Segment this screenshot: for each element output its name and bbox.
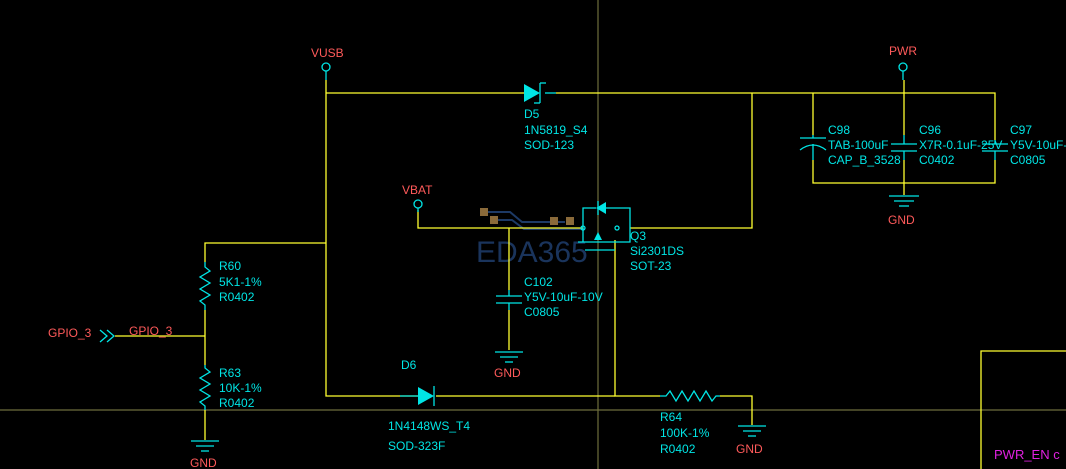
- svg-text:R0402: R0402: [219, 290, 255, 304]
- svg-text:Q3: Q3: [630, 229, 646, 243]
- component-r63[interactable]: R63 10K-1% R0402: [219, 366, 262, 410]
- svg-text:SOD-123: SOD-123: [524, 138, 574, 152]
- net-label-pwr[interactable]: PWR: [889, 44, 917, 58]
- svg-text:D5: D5: [524, 107, 540, 121]
- mosfet-q3-icon: [578, 201, 631, 251]
- pwr-port-icon: [898, 62, 908, 72]
- diode-d6-icon: [400, 386, 435, 406]
- diode-d5-icon: [524, 82, 556, 104]
- capacitor-c98-icon: [799, 135, 827, 160]
- component-c98[interactable]: C98 TAB-100uF CAP_B_3528: [828, 123, 901, 167]
- svg-text:C97: C97: [1010, 123, 1032, 137]
- gnd-label-pwr: GND: [888, 213, 915, 227]
- gnd-label-r63: GND: [190, 456, 217, 469]
- svg-text:Si2301DS: Si2301DS: [630, 244, 684, 258]
- resistor-r64-icon: [660, 389, 720, 403]
- svg-text:SOT-23: SOT-23: [630, 259, 672, 273]
- svg-text:TAB-100uF: TAB-100uF: [828, 138, 888, 152]
- watermark-logo: EDA365: [476, 208, 588, 269]
- component-c97[interactable]: C97 Y5V-10uF- C0805: [1010, 123, 1066, 167]
- capacitor-c97-icon: [982, 140, 1008, 160]
- svg-text:C0805: C0805: [1010, 153, 1046, 167]
- svg-text:5K1-1%: 5K1-1%: [219, 275, 262, 289]
- component-q3[interactable]: Q3 Si2301DS SOT-23: [630, 229, 684, 273]
- svg-text:R60: R60: [219, 259, 241, 273]
- resistor-r63-icon: [198, 365, 212, 410]
- svg-text:SOD-323F: SOD-323F: [388, 439, 445, 453]
- wires: [115, 80, 1066, 469]
- component-d6[interactable]: D6 1N4148WS_T4 SOD-323F: [388, 358, 470, 453]
- svg-text:10K-1%: 10K-1%: [219, 381, 262, 395]
- svg-text:1N5819_S4: 1N5819_S4: [524, 123, 588, 137]
- component-c96[interactable]: C96 X7R-0.1uF-25V C0402: [919, 123, 1002, 167]
- svg-text:D6: D6: [401, 358, 417, 372]
- symbols: [99, 62, 1008, 452]
- svg-text:C0402: C0402: [919, 153, 955, 167]
- watermark-text: EDA365: [476, 236, 588, 269]
- svg-text:R63: R63: [219, 366, 241, 380]
- svg-text:C98: C98: [828, 123, 850, 137]
- svg-text:R0402: R0402: [219, 396, 255, 410]
- capacitor-c96-icon: [891, 135, 917, 160]
- component-r64[interactable]: R64 100K-1% R0402: [660, 410, 710, 456]
- svg-text:C102: C102: [524, 275, 553, 289]
- gnd-icon-r64: [738, 425, 766, 437]
- gpio-port-arrow-icon: [99, 329, 115, 343]
- svg-text:100K-1%: 100K-1%: [660, 426, 710, 440]
- svg-text:Y5V-10uF-10V: Y5V-10uF-10V: [524, 290, 603, 304]
- gnd-icon-pwr: [889, 195, 919, 207]
- svg-text:R0402: R0402: [660, 442, 696, 456]
- svg-text:X7R-0.1uF-25V: X7R-0.1uF-25V: [919, 138, 1002, 152]
- sheet-port-pwr-en[interactable]: PWR_EN c: [994, 447, 1060, 462]
- net-label-vusb[interactable]: VUSB: [311, 46, 344, 60]
- vbat-port-icon: [413, 199, 423, 209]
- component-c102[interactable]: C102 Y5V-10uF-10V C0805: [524, 275, 603, 319]
- net-port-gpio3[interactable]: GPIO_3: [48, 326, 92, 340]
- component-d5[interactable]: D5 1N5819_S4 SOD-123: [524, 107, 588, 152]
- svg-text:C96: C96: [919, 123, 941, 137]
- gnd-label-c102: GND: [494, 366, 521, 380]
- svg-text:CAP_B_3528: CAP_B_3528: [828, 153, 901, 167]
- svg-text:1N4148WS_T4: 1N4148WS_T4: [388, 419, 470, 433]
- vusb-port-icon: [321, 62, 331, 72]
- gnd-icon-r63: [191, 440, 219, 452]
- net-label-vbat[interactable]: VBAT: [402, 183, 433, 197]
- net-label-gpio3[interactable]: GPIO_3: [129, 324, 173, 338]
- gnd-icon-c102: [495, 351, 523, 363]
- svg-text:R64: R64: [660, 410, 682, 424]
- capacitor-c102-icon: [496, 290, 522, 310]
- svg-text:Y5V-10uF-: Y5V-10uF-: [1010, 138, 1066, 152]
- resistor-r60-icon: [198, 262, 212, 310]
- gnd-label-r64: GND: [736, 442, 763, 456]
- svg-text:C0805: C0805: [524, 305, 560, 319]
- component-r60[interactable]: R60 5K1-1% R0402: [219, 259, 262, 304]
